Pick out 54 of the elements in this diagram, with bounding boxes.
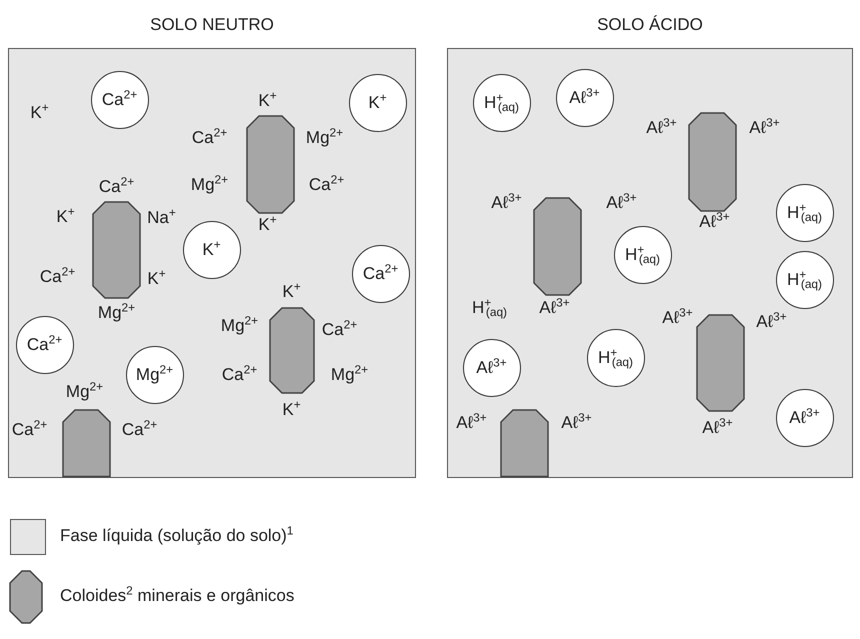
ion-label: Aℓ$^{3+}$ (699, 212, 730, 232)
ion-label: Ca$^{2+}$ (122, 420, 158, 440)
ion-label: Ca$^{2+}$ (308, 174, 344, 194)
ion-label: K$^{+}$ (258, 90, 277, 110)
ion-circle: K$^{+}$ (348, 74, 406, 132)
ion-label: K$^{+}$ (258, 214, 277, 234)
ion-circle: Ca$^{2+}$ (352, 244, 410, 302)
ion-label: Aℓ$^{3+}$ (539, 298, 570, 318)
panel-title: SOLO NEUTRO (149, 15, 275, 35)
ion-label: Aℓ$^{3+}$ (749, 118, 780, 138)
colloid-shape (62, 410, 110, 476)
ion-circle: Ca$^{2+}$ (16, 316, 74, 374)
ion-label: Aℓ$^{3+}$ (646, 118, 677, 138)
ion-label: Aℓ$^{3+}$ (456, 412, 487, 432)
panel-title: SOLO ÁCIDO (596, 15, 704, 35)
ion-label: Ca$^{2+}$ (322, 320, 358, 340)
ion-label: K$^{+}$ (30, 102, 49, 122)
ion-label: Aℓ$^{3+}$ (561, 412, 592, 432)
ion-label: Aℓ$^{3+}$ (662, 308, 693, 328)
ion-label: Ca$^{2+}$ (98, 176, 134, 196)
ion-label: K$^{+}$ (56, 206, 75, 226)
ion-label: Mg$^{2+}$ (220, 316, 258, 336)
legend-text: Coloides$^{2}$ minerais e orgânicos (60, 586, 294, 606)
colloid-shape (534, 198, 580, 294)
ion-circle: Mg$^{2+}$ (126, 346, 184, 404)
ion-label: Ca$^{2+}$ (222, 364, 258, 384)
ion-label: Ca$^{2+}$ (192, 128, 228, 148)
ion-label: Aℓ$^{3+}$ (606, 192, 637, 212)
colloid-shape (270, 308, 314, 392)
ion-label: Ca$^{2+}$ (40, 266, 76, 286)
ion-circle: Ca$^{2+}$ (90, 70, 148, 128)
ion-label: K$^{+}$ (282, 282, 301, 302)
ion-label: K$^{+}$ (282, 400, 301, 420)
ion-label: Mg$^{2+}$ (330, 364, 368, 384)
ion-label: Mg$^{2+}$ (98, 302, 136, 322)
ion-circle: Aℓ$^{3+}$ (556, 68, 614, 126)
colloid-shape (696, 314, 744, 410)
ion-circle: Aℓ$^{3+}$ (776, 388, 834, 446)
colloid-shape (688, 112, 736, 210)
ion-label: Na$^{+}$ (147, 208, 176, 228)
colloid-shape (246, 116, 294, 212)
colloid-shape (500, 410, 548, 476)
ion-circle: Aℓ$^{3+}$ (462, 338, 520, 396)
colloid-shape (92, 202, 140, 298)
ion-circle: K$^{+}$ (182, 220, 240, 278)
ion-label: Aℓ$^{3+}$ (702, 418, 733, 438)
ion-label: Aℓ$^{3+}$ (491, 192, 522, 212)
ion-label: Mg$^{2+}$ (306, 128, 344, 148)
ion-label: Ca$^{2+}$ (12, 420, 48, 440)
ion-label: Mg$^{2+}$ (190, 174, 228, 194)
ion-label: K$^{+}$ (147, 268, 166, 288)
legend-text: Fase líquida (solução do solo)$^{1}$ (60, 526, 294, 546)
ion-label: Mg$^{2+}$ (66, 382, 104, 402)
ion-label: Aℓ$^{3+}$ (756, 312, 787, 332)
